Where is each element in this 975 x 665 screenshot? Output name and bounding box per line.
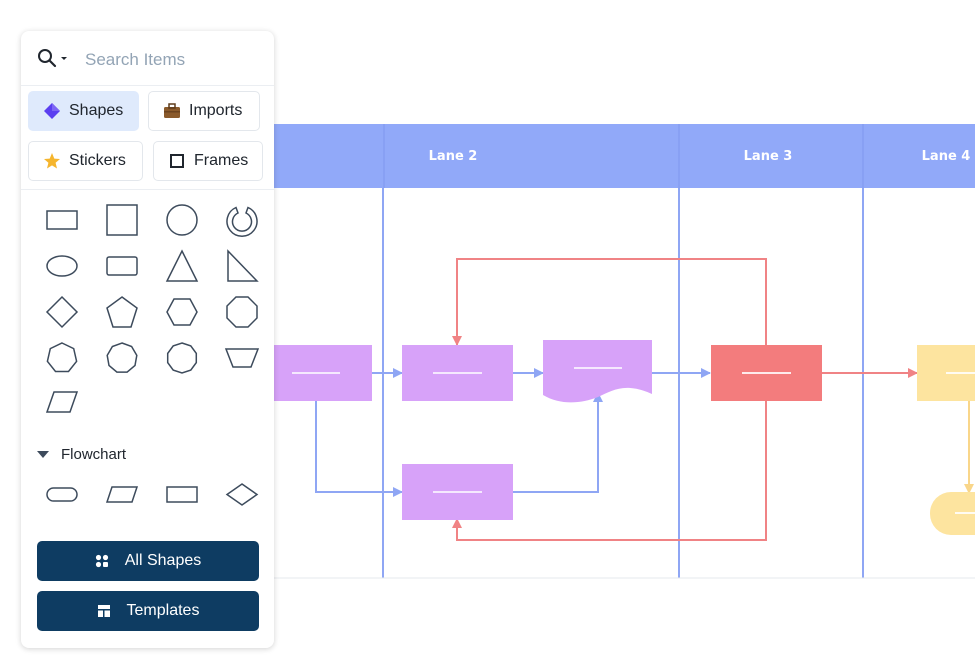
tab-imports-label: Imports: [189, 102, 243, 119]
lane-header-band: [250, 124, 975, 188]
shape-rounded-rectangle[interactable]: [102, 248, 142, 284]
shape-heptagon[interactable]: [42, 340, 82, 376]
chevron-down-icon: [61, 57, 67, 60]
process-node-red[interactable]: [711, 345, 822, 401]
shape-triangle[interactable]: [162, 248, 202, 284]
star-icon: [43, 152, 61, 170]
tab-imports[interactable]: Imports: [148, 91, 260, 131]
connector-arrow[interactable]: [452, 401, 767, 541]
connector-arrow[interactable]: [452, 258, 767, 346]
search-icon[interactable]: [37, 48, 71, 68]
divider: [21, 189, 274, 190]
tab-shapes[interactable]: Shapes: [28, 91, 139, 131]
shape-octagon[interactable]: [222, 294, 262, 330]
tab-stickers-label: Stickers: [69, 152, 126, 169]
shape-nonagon[interactable]: [102, 340, 142, 376]
process-node[interactable]: [402, 464, 513, 520]
lane-3-label[interactable]: Lane 3: [744, 149, 793, 164]
shape-ellipse[interactable]: [42, 248, 82, 284]
search-bar: [21, 31, 274, 86]
document-node[interactable]: [543, 340, 652, 403]
template-icon: [97, 604, 111, 618]
connector-arrow[interactable]: [315, 401, 403, 497]
shape-square[interactable]: [102, 202, 142, 238]
tab-shapes-label: Shapes: [69, 102, 124, 119]
shape-data[interactable]: [102, 476, 142, 512]
shape-process[interactable]: [162, 476, 202, 512]
shape-terminator[interactable]: [42, 476, 82, 512]
all-shapes-button[interactable]: All Shapes: [37, 541, 259, 581]
shape-circle[interactable]: [162, 202, 202, 238]
briefcase-icon: [163, 102, 181, 120]
all-shapes-label: All Shapes: [124, 552, 202, 569]
templates-label: Templates: [126, 602, 200, 619]
process-node[interactable]: [262, 345, 372, 401]
lane-2-label[interactable]: Lane 2: [429, 149, 478, 164]
terminator-node-yellow[interactable]: [930, 492, 975, 535]
shape-right-triangle[interactable]: [222, 248, 262, 284]
shape-pentagon[interactable]: [102, 294, 142, 330]
flowchart-section-header[interactable]: Flowchart: [37, 445, 126, 463]
process-node[interactable]: [402, 345, 513, 401]
shapes-panel: Shapes Imports Stickers Frames: [21, 31, 274, 648]
shape-decagon[interactable]: [162, 340, 202, 376]
flowchart-section-label: Flowchart: [61, 445, 127, 463]
process-node-yellow[interactable]: [917, 345, 975, 401]
shape-arc[interactable]: [222, 202, 262, 238]
shape-rectangle[interactable]: [42, 202, 82, 238]
lane-4-label[interactable]: Lane 4: [922, 149, 971, 164]
caret-down-icon: [37, 450, 49, 458]
shape-decision[interactable]: [222, 476, 262, 512]
frame-icon: [168, 152, 186, 170]
connector-arrow[interactable]: [513, 392, 603, 493]
shape-trapezoid[interactable]: [222, 340, 262, 376]
diamond-icon: [43, 102, 61, 120]
grid-icon: [95, 554, 109, 568]
shape-hexagon[interactable]: [162, 294, 202, 330]
tab-frames-label: Frames: [194, 152, 249, 169]
search-input[interactable]: [83, 45, 262, 75]
tab-stickers[interactable]: Stickers: [28, 141, 143, 181]
tab-frames[interactable]: Frames: [153, 141, 263, 181]
templates-button[interactable]: Templates: [37, 591, 259, 631]
shape-parallelogram[interactable]: [42, 384, 82, 420]
shape-diamond[interactable]: [42, 294, 82, 330]
